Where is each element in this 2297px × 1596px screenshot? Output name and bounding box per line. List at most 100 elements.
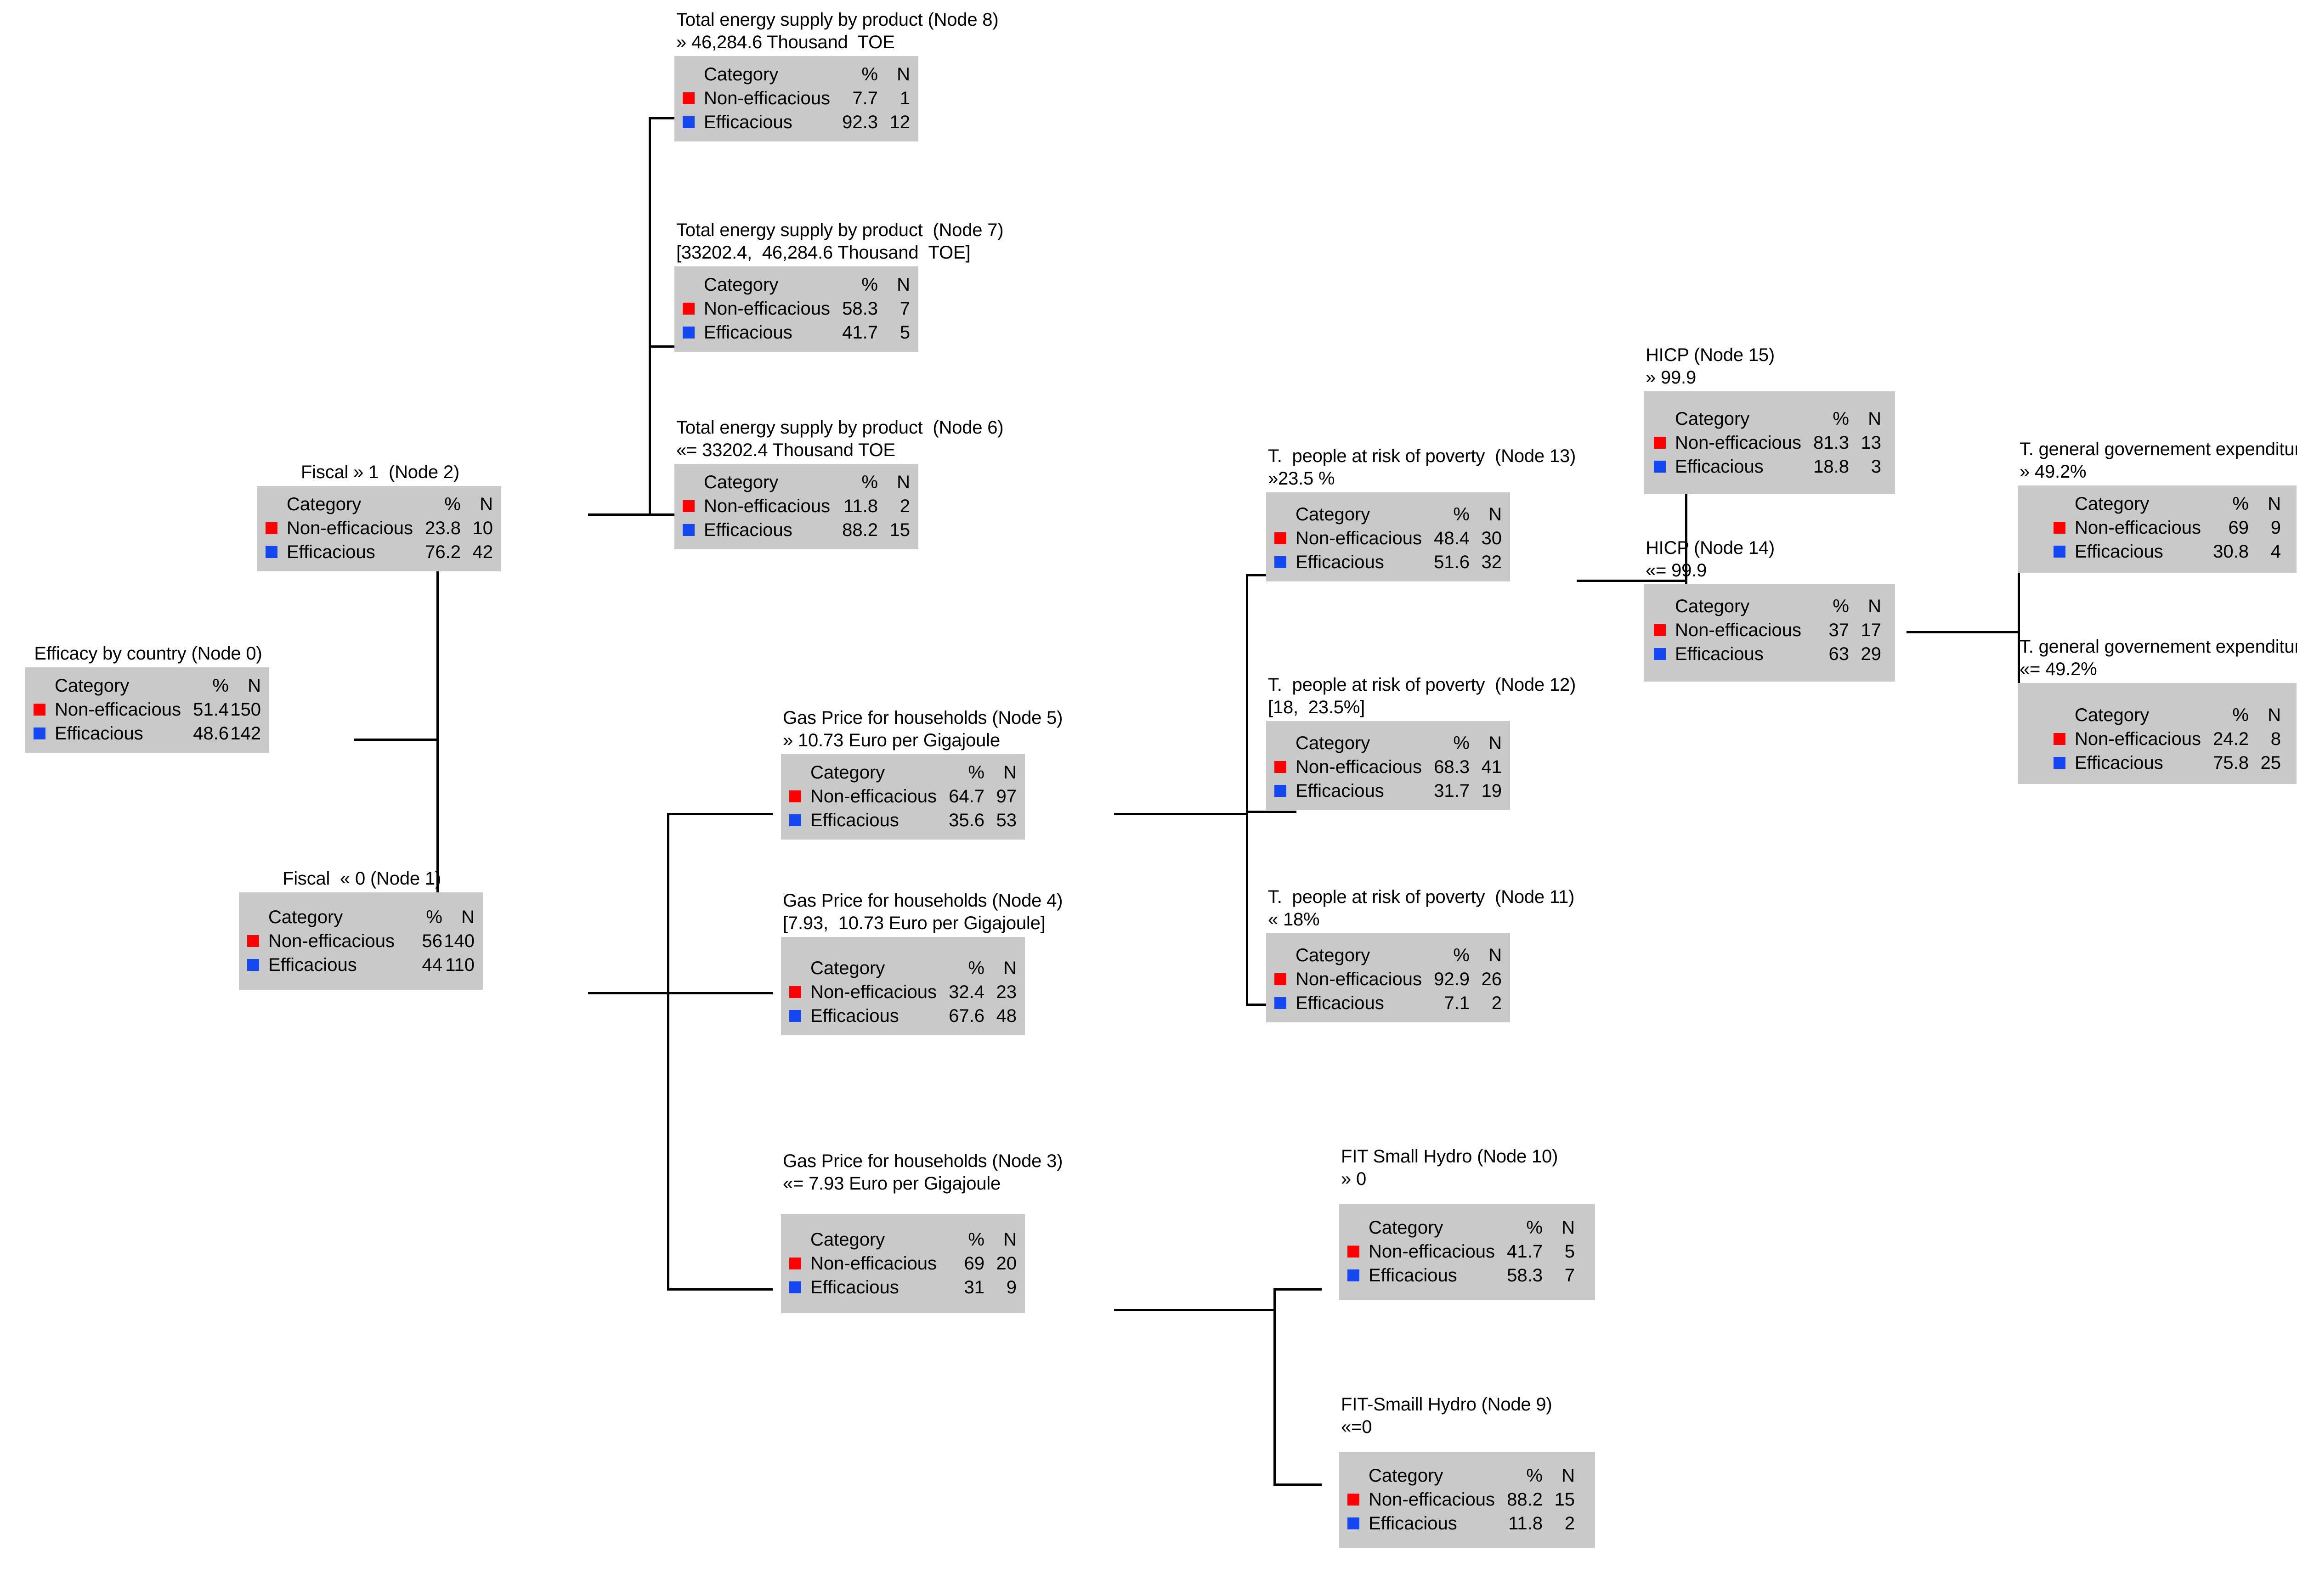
node-1-row1-n: 110 — [445, 955, 475, 976]
node-17-row1-pct: 30.8 — [2213, 541, 2249, 562]
node-4-condition: [7.93, 10.73 Euro per Gigajoule] — [783, 913, 1046, 934]
node-4-header-swatch-cell — [789, 956, 810, 980]
node-12-header-pct: % — [1453, 733, 1470, 754]
table-row: Non-efficacious 7.7 1 — [683, 86, 910, 110]
tree-node-1[interactable]: Fiscal « 0 (Node 1) Category % N Non-eff… — [239, 868, 483, 992]
node-3-condition: «= 7.93 Euro per Gigajoule — [783, 1173, 1001, 1194]
table-row: Non-efficacious 24.2 8 — [2054, 727, 2281, 751]
node-12-row1-category: Efficacious — [1296, 781, 1384, 801]
node-10-header-swatch-cell — [1347, 1216, 1369, 1240]
node-17-box: Category % N Non-efficacious 69 9 Effica… — [2018, 485, 2297, 573]
node-10-header-n: N — [1562, 1218, 1575, 1238]
legend-blue-square-icon — [34, 728, 45, 740]
node-9-row0-category: Non-efficacious — [1369, 1489, 1495, 1510]
node-3-header-swatch-cell — [789, 1228, 810, 1252]
node-11-row1-category: Efficacious — [1296, 993, 1384, 1014]
node-7-header-swatch-cell — [683, 273, 704, 297]
table-row: Efficacious 11.8 2 — [1347, 1511, 1575, 1535]
node-7-title: Total energy supply by product (Node 7) — [676, 220, 1004, 240]
node-1-title: Fiscal « 0 (Node 1) — [282, 868, 441, 889]
edge-node5-stub — [1114, 813, 1247, 815]
node-16-title: T. general governement expenditure (Node… — [2020, 637, 2297, 657]
node-8-row0-category: Non-efficacious — [704, 88, 830, 109]
node-2-row0-pct: 23.8 — [425, 518, 461, 539]
node-2-row0-category: Non-efficacious — [287, 518, 413, 539]
tree-node-8[interactable]: Total energy supply by product (Node 8) … — [674, 9, 999, 144]
tree-node-15[interactable]: HICP (Node 15) » 99.9 Category % N Non-e… — [1644, 344, 1895, 496]
tree-node-11[interactable]: T. people at risk of poverty (Node 11) «… — [1266, 886, 1574, 1025]
tree-node-17[interactable]: T. general governement expenditure (Node… — [2018, 439, 2297, 575]
node-3-table: Category % N Non-efficacious 69 20 Effic… — [789, 1228, 1017, 1299]
tree-node-14[interactable]: HICP (Node 14) «= 99.9 Category % N Non-… — [1644, 537, 1895, 684]
tree-node-9[interactable]: FIT-Smaill Hydro (Node 9) «=0 Category %… — [1339, 1394, 1595, 1551]
node-4-header-n: N — [1003, 958, 1017, 979]
tree-node-6[interactable]: Total energy supply by product (Node 6) … — [674, 417, 1004, 552]
node-11-header-n: N — [1488, 945, 1502, 966]
node-4-row1-n: 48 — [996, 1006, 1017, 1026]
node-3-row0-pct: 69 — [964, 1253, 984, 1274]
node-17-title: T. general governement expenditure (Node… — [2020, 439, 2297, 459]
tree-node-10[interactable]: FIT Small Hydro (Node 10) » 0 Category %… — [1339, 1146, 1595, 1303]
table-row: Non-efficacious 58.3 7 — [683, 297, 910, 321]
node-0-title: Efficacy by country (Node 0) — [34, 643, 262, 664]
node-5-row1-pct: 35.6 — [949, 810, 984, 831]
tree-node-16[interactable]: T. general governement expenditure (Node… — [2018, 636, 2297, 786]
node-9-title: FIT-Smaill Hydro (Node 9) — [1341, 1394, 1552, 1415]
node-2-row1-pct: 76.2 — [425, 542, 461, 563]
node-16-row0-n: 8 — [2270, 729, 2281, 750]
legend-red-square-icon — [683, 303, 695, 315]
tree-node-7[interactable]: Total energy supply by product (Node 7) … — [674, 220, 1004, 354]
node-15-row0-pct: 81.3 — [1813, 433, 1849, 453]
table-row: Efficacious 75.8 25 — [2054, 751, 2281, 775]
node-8-row1-pct: 92.3 — [842, 112, 878, 133]
legend-red-square-icon — [683, 500, 695, 513]
node-2-header-n: N — [480, 494, 493, 515]
node-15-row1-pct: 18.8 — [1813, 457, 1849, 477]
node-9-header-swatch-cell — [1347, 1464, 1369, 1488]
node-15-row0-category: Non-efficacious — [1675, 433, 1801, 453]
node-7-row1-n: 5 — [900, 322, 910, 343]
node-4-table: Category % N Non-efficacious 32.4 23 Eff… — [789, 956, 1017, 1028]
node-3-header-pct: % — [968, 1229, 984, 1250]
node-2-table: Category % N Non-efficacious 23.8 10 Eff… — [266, 492, 493, 564]
table-row: Efficacious 31.7 19 — [1274, 779, 1502, 803]
node-10-condition: » 0 — [1341, 1169, 1367, 1190]
node-13-header-pct: % — [1453, 504, 1470, 525]
node-13-title: T. people at risk of poverty (Node 13) — [1268, 446, 1576, 466]
tree-node-3[interactable]: Gas Price for households (Node 3) «= 7.9… — [781, 1150, 1063, 1315]
node-12-row0-n: 41 — [1481, 757, 1502, 778]
node-13-row1-category: Efficacious — [1296, 552, 1384, 573]
node-13-box: Category % N Non-efficacious 48.4 30 Eff… — [1266, 492, 1510, 582]
node-11-table: Category % N Non-efficacious 92.9 26 Eff… — [1274, 943, 1502, 1015]
table-row: Non-efficacious 92.9 26 — [1274, 967, 1502, 991]
legend-blue-square-icon — [1274, 785, 1286, 797]
node-15-header-category: Category — [1675, 409, 1750, 429]
edge-node12-stub — [1907, 631, 2019, 633]
node-0-row1-n: 142 — [230, 723, 261, 744]
node-5-row0-category: Non-efficacious — [810, 786, 937, 807]
node-9-table: Category % N Non-efficacious 88.2 15 Eff… — [1347, 1464, 1575, 1535]
table-row: Efficacious 76.2 42 — [266, 540, 493, 564]
node-6-header-swatch-cell — [683, 470, 704, 494]
legend-red-square-icon — [2054, 522, 2065, 534]
node-17-row0-n: 9 — [2270, 518, 2281, 538]
tree-node-0[interactable]: Efficacy by country (Node 0) Category % … — [25, 643, 269, 755]
tree-node-13[interactable]: T. people at risk of poverty (Node 13) »… — [1266, 446, 1576, 584]
table-row: Non-efficacious 88.2 15 — [1347, 1488, 1575, 1511]
legend-red-square-icon — [266, 522, 277, 535]
tree-node-12[interactable]: T. people at risk of poverty (Node 12) [… — [1266, 674, 1576, 812]
tree-node-2[interactable]: Fiscal » 1 (Node 2) Category % N Non-eff… — [257, 462, 501, 574]
node-6-row1-n: 15 — [889, 520, 910, 541]
legend-blue-square-icon — [266, 546, 277, 558]
tree-node-5[interactable]: Gas Price for households (Node 5) » 10.7… — [781, 707, 1063, 842]
node-10-row0-n: 5 — [1564, 1241, 1575, 1262]
node-10-row1-pct: 58.3 — [1507, 1265, 1543, 1286]
node-8-header-category: Category — [704, 64, 779, 85]
node-7-header-pct: % — [861, 275, 878, 295]
node-17-header-category: Category — [2075, 494, 2150, 514]
node-13-row0-category: Non-efficacious — [1296, 528, 1422, 549]
node-11-header-swatch-cell — [1274, 943, 1296, 967]
node-8-row1-category: Efficacious — [704, 112, 792, 133]
node-1-row1-pct: 44 — [422, 955, 442, 976]
tree-node-4[interactable]: Gas Price for households (Node 4) [7.93,… — [781, 890, 1063, 1038]
